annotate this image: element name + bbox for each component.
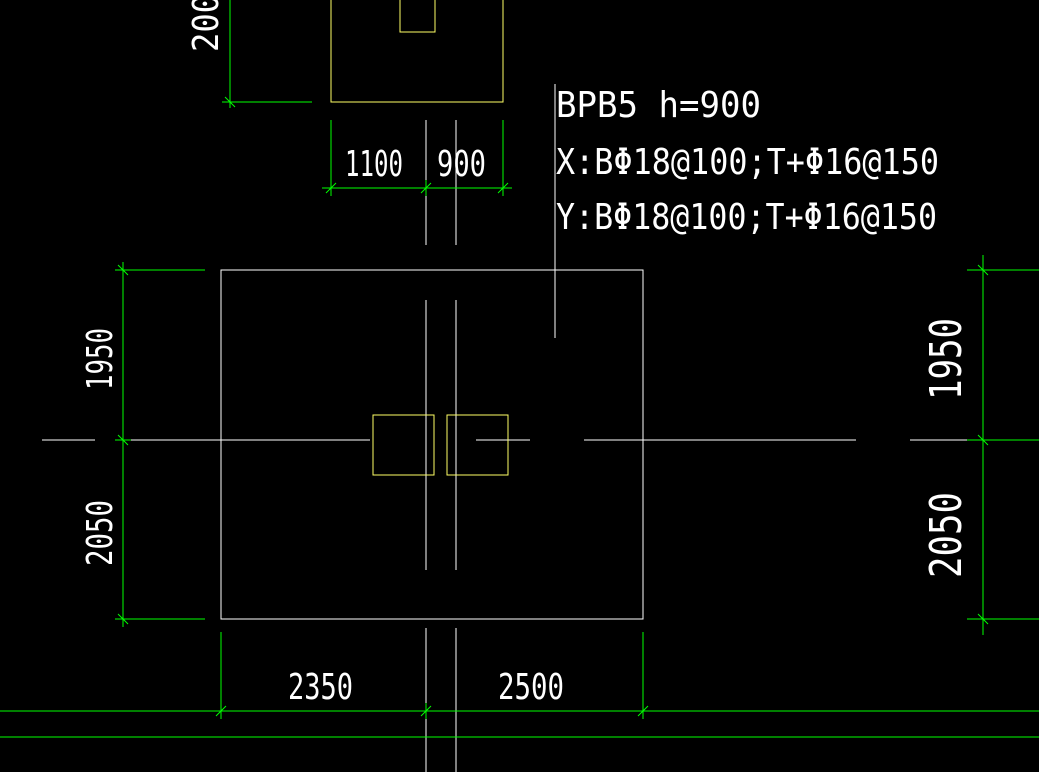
dim-text-top-right: 900 (437, 144, 486, 185)
upper-column-outline (399, 0, 436, 33)
dim-left-chain (115, 262, 205, 627)
tick-3 (497, 182, 509, 194)
tick-1 (325, 182, 337, 194)
tick-3 (977, 613, 989, 625)
dim-text-left-upper: 1950 (80, 328, 121, 390)
dim-top-chain (322, 120, 512, 196)
dim-text-top-left: 1100 (345, 144, 403, 185)
tick (224, 96, 236, 108)
dim-text-bottom-left: 2350 (288, 667, 353, 708)
tick-1 (977, 264, 989, 276)
tick-2 (977, 434, 989, 446)
dim-text-bottom-right: 2500 (498, 667, 564, 708)
annotation-rebar-x: X:BΦ18@100;T+Φ16@150 (556, 142, 939, 183)
tick-1 (117, 264, 129, 276)
tick-2 (420, 182, 432, 194)
dim-text-left-lower: 2050 (80, 500, 121, 566)
annotation-rebar-y: Y:BΦ18@100;T+Φ16@150 (556, 197, 937, 238)
tick-3 (117, 613, 129, 625)
main-footing-outline[interactable] (220, 269, 644, 620)
dim-text-top-partial: 200 (186, 0, 227, 52)
columns (372, 414, 509, 476)
tick-2 (117, 434, 129, 446)
annotation-title: BPB5 h=900 (556, 85, 761, 126)
upper-footing-outline (330, 0, 504, 103)
dim-text-right-lower: 2050 (921, 492, 972, 578)
dim-right-chain (967, 255, 1039, 635)
column-right[interactable] (446, 414, 509, 476)
column-left[interactable] (372, 414, 435, 476)
bottom-reference-lines (0, 710, 1039, 738)
dim-bottom-chain (210, 632, 652, 719)
column-axis-lines (425, 120, 457, 772)
dim-text-right-upper: 1950 (921, 318, 972, 400)
upper-footing (330, 0, 504, 103)
dim-top-partial (222, 0, 312, 108)
